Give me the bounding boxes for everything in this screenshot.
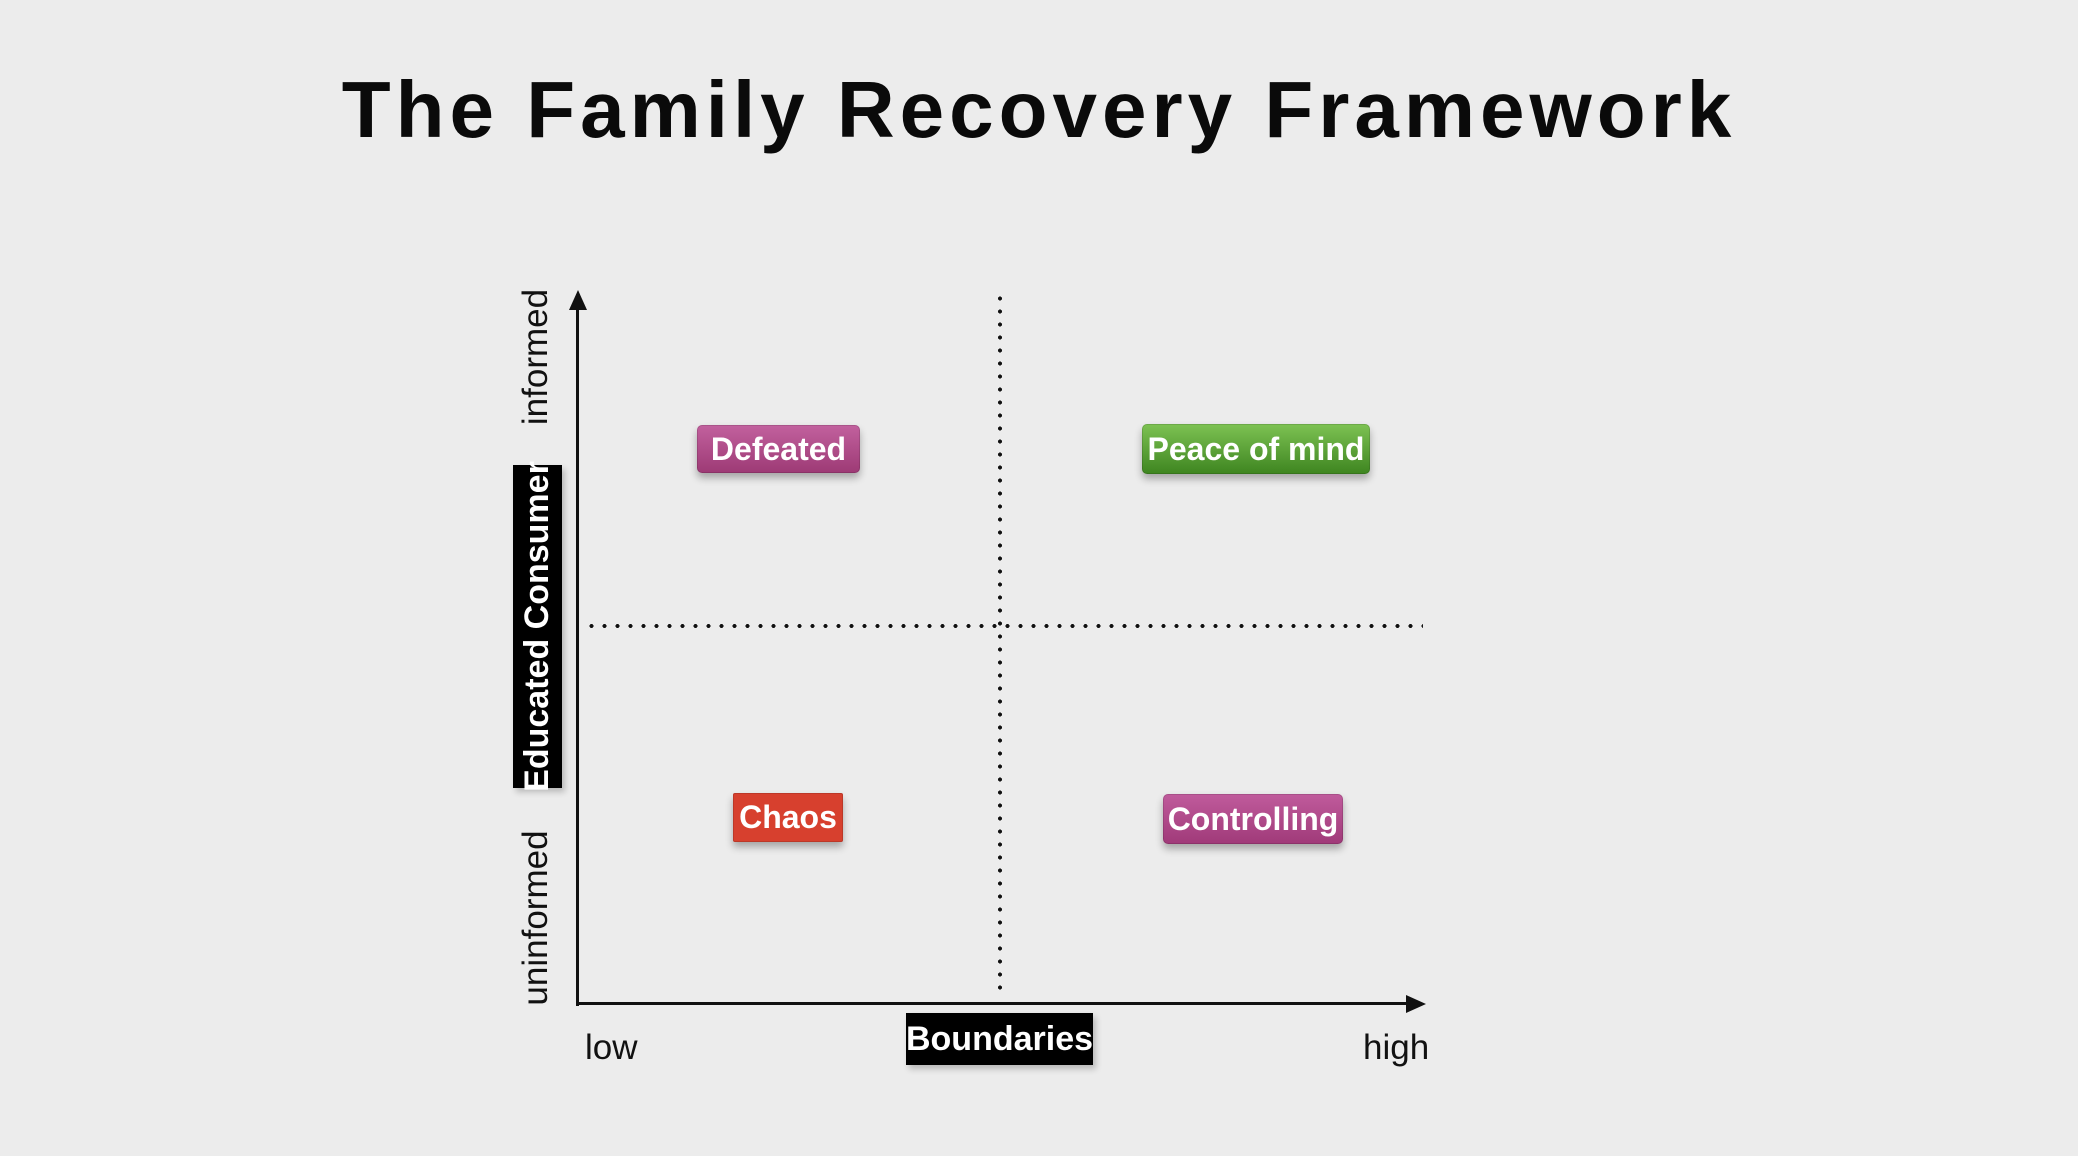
quadrant-label-defeated-text: Defeated [710, 430, 847, 467]
quadrant-label-controlling: Controlling [1163, 794, 1343, 844]
x-axis-title-label: Boundaries [905, 1019, 1094, 1058]
x-axis-title: Boundaries [906, 1013, 1093, 1065]
quadrant-label-controlling-text: Controlling [1167, 800, 1339, 837]
horizontal-dotted-divider [585, 624, 1423, 628]
quadrant-label-chaos: Chaos [733, 793, 843, 842]
y-axis-title-label: Educated Consumer [518, 461, 556, 792]
y-axis-min-label: uninformed [516, 830, 555, 1006]
slide-title: The Family Recovery Framework [341, 65, 1737, 154]
x-axis-min-label: low [585, 1028, 638, 1067]
x-axis-max-label: high [1363, 1028, 1430, 1067]
vertical-dotted-divider [998, 292, 1002, 998]
y-axis-title: Educated Consumer [513, 461, 562, 792]
quadrant-label-chaos-text: Chaos [739, 799, 837, 835]
y-axis-max-label: informed [516, 288, 555, 426]
y-axis-line [576, 306, 579, 1006]
quadrant-label-defeated: Defeated [697, 425, 860, 473]
y-axis-arrowhead-icon [569, 290, 587, 310]
quadrant-label-peace-of-mind: Peace of mind [1142, 424, 1370, 474]
quadrant-label-peace-of-mind-text: Peace of mind [1147, 430, 1365, 467]
x-axis-line [576, 1002, 1408, 1005]
x-axis-arrowhead-icon [1406, 995, 1426, 1013]
